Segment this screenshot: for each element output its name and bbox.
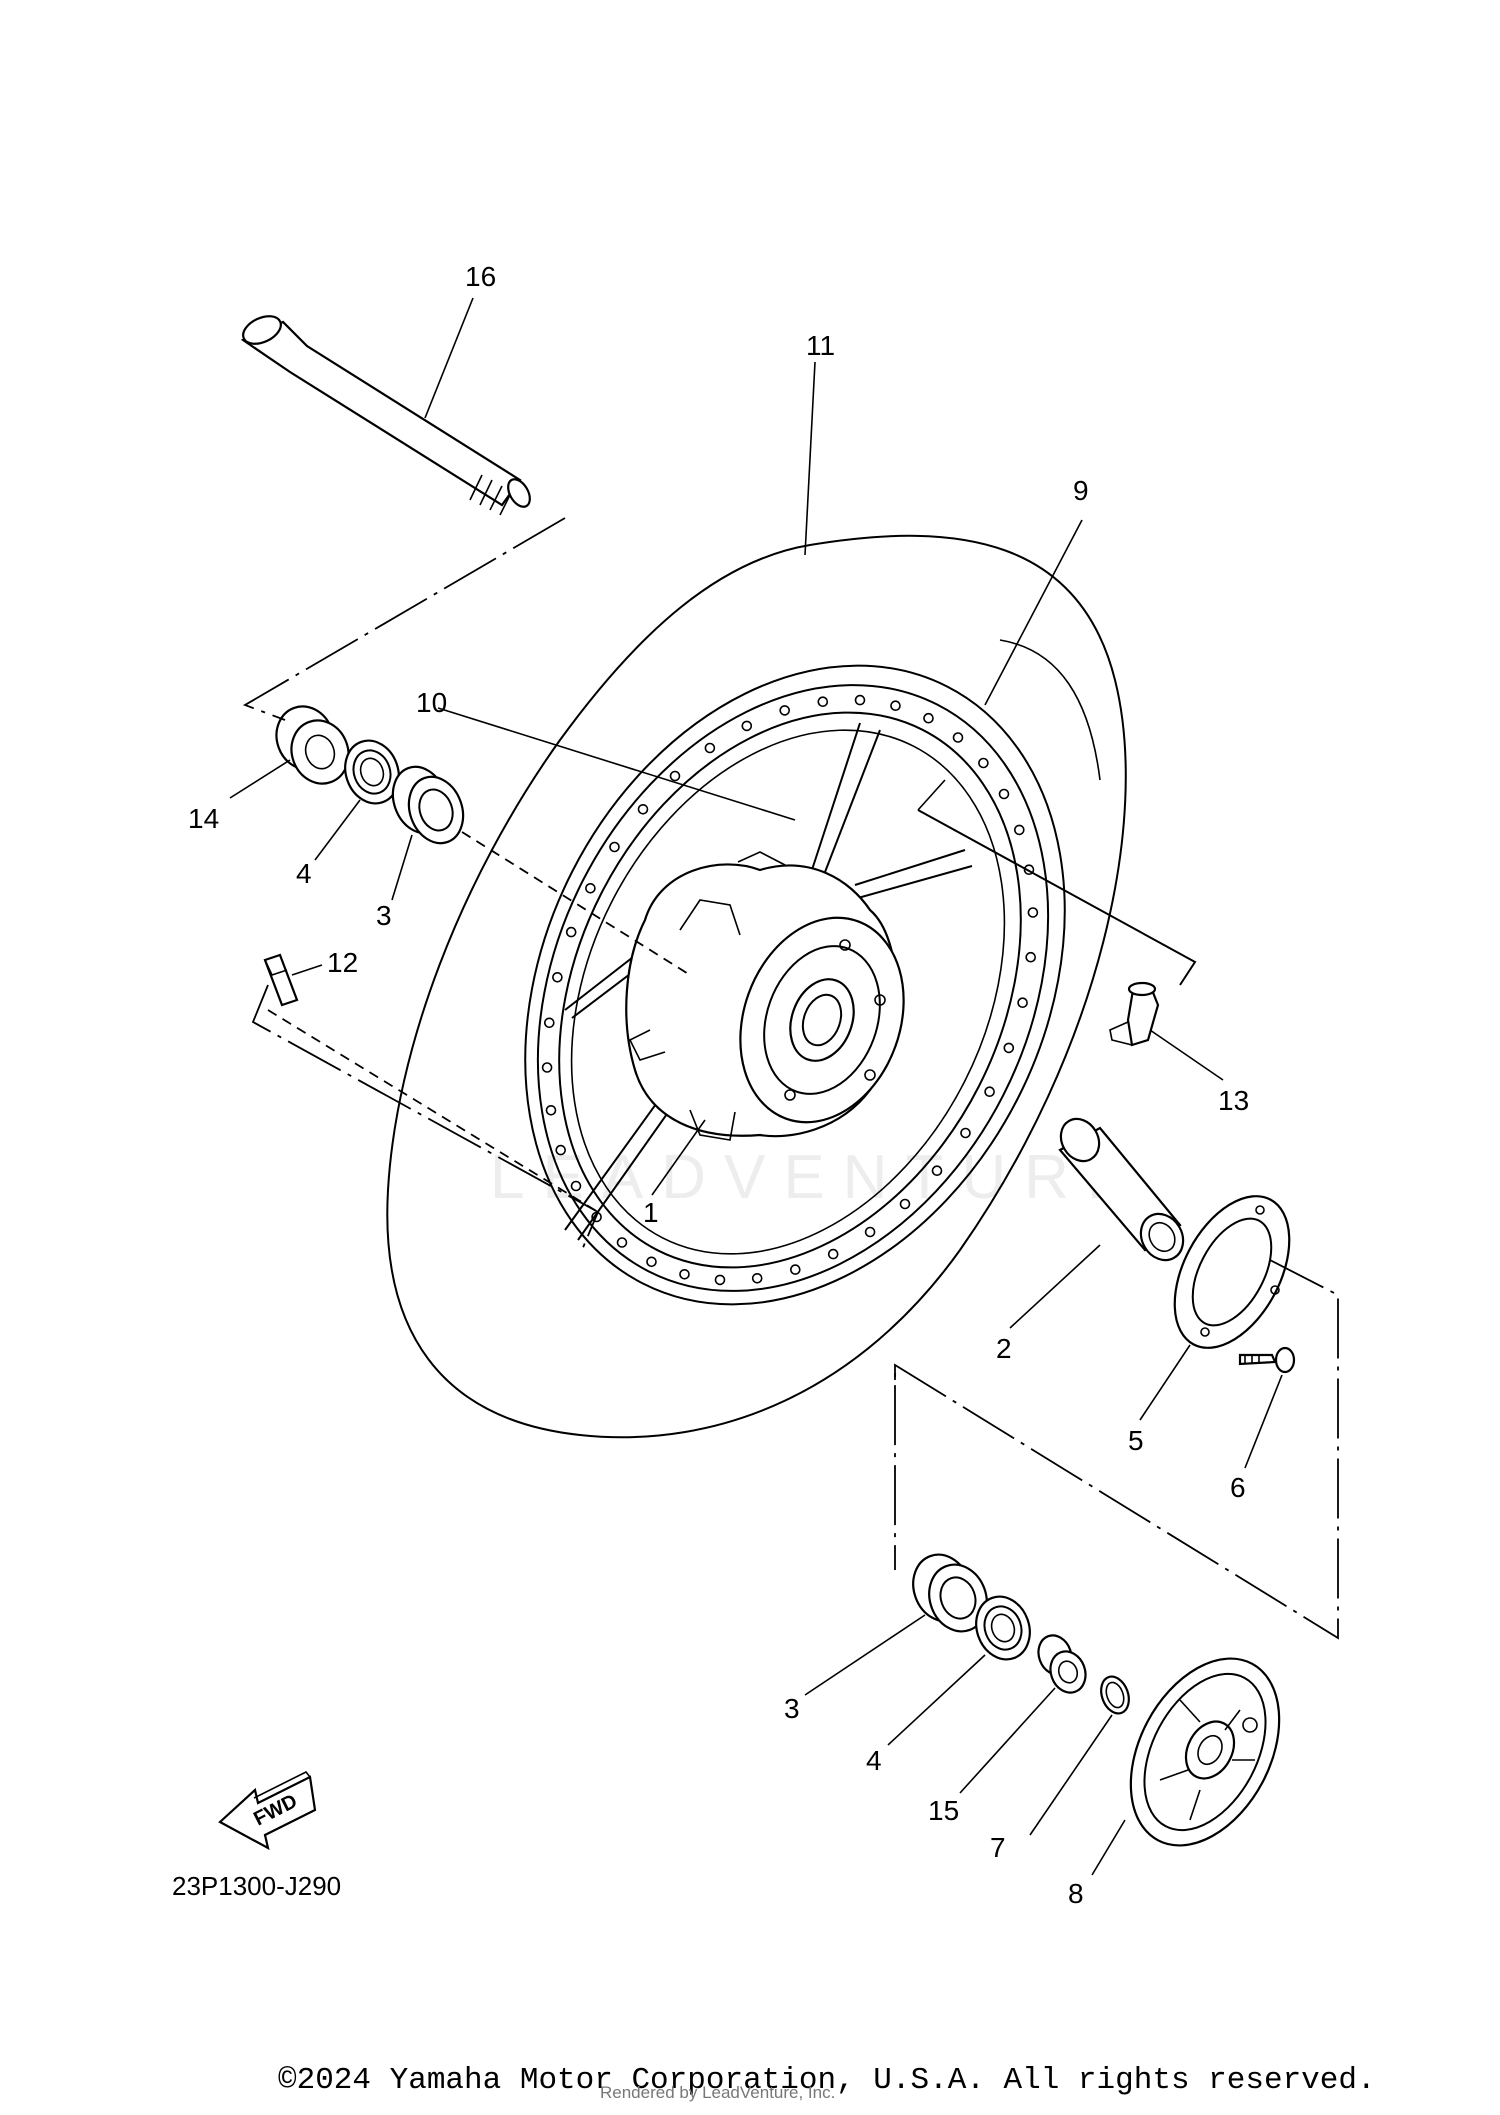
spoke-hole <box>864 1226 876 1238</box>
spoke-hole <box>1017 997 1028 1009</box>
collar-14 <box>1037 1634 1087 1694</box>
spoke-hole <box>609 841 620 853</box>
spoke-hole <box>585 882 596 894</box>
callout-15: 7 <box>990 1832 1006 1863</box>
spacer-2 <box>1058 1117 1185 1262</box>
callout-4-left: 4 <box>296 858 312 889</box>
spoke-hole <box>541 1062 553 1073</box>
spoke-hole <box>1025 951 1036 963</box>
callout-7: 9 <box>1073 475 1089 506</box>
callout-8: 10 <box>416 687 447 718</box>
tire-valve <box>1109 981 1160 1047</box>
spoke-hole <box>923 712 934 724</box>
spoke-hole <box>545 1105 557 1116</box>
spoke-hole <box>555 1144 567 1156</box>
spoke-hole <box>741 720 753 732</box>
spoke-hole <box>931 1165 943 1176</box>
disc-cover-5 <box>1173 1195 1291 1349</box>
bearing-3-left <box>391 765 465 845</box>
oil-seal-4-right <box>975 1595 1031 1661</box>
callout-9: 11 <box>806 330 835 361</box>
spoke-hole <box>637 803 649 815</box>
balance-weight-10 <box>263 953 299 1007</box>
spoke-hole <box>570 1180 582 1192</box>
spoke-hole <box>714 1274 726 1286</box>
callout-11: 13 <box>1218 1085 1249 1116</box>
wheel-hub <box>625 851 905 1141</box>
spoke-hole <box>984 1086 995 1097</box>
spoke-hole <box>899 1198 911 1210</box>
leader-lines <box>229 297 1283 1876</box>
hub-cover-13 <box>1129 1657 1281 1847</box>
callout-2: 2 <box>996 1333 1012 1364</box>
callout-10: 12 <box>327 947 358 978</box>
watermark: LEADVENTURE <box>490 1143 1146 1212</box>
spoke-hole <box>789 1264 801 1275</box>
spoke-hole <box>978 757 989 769</box>
callout-16: 16 <box>465 261 496 292</box>
callout-3-left: 3 <box>376 900 392 931</box>
spoke-hole <box>960 1127 971 1139</box>
spoke-hole <box>751 1273 763 1284</box>
spoke-hole <box>669 770 681 782</box>
screw-6 <box>1238 1346 1296 1374</box>
spoke-hole <box>952 732 964 743</box>
spoke-hole <box>646 1256 657 1268</box>
copyright-notice: ©2024 Yamaha Motor Corporation, U.S.A. A… <box>278 2063 1376 2098</box>
oil-seal-4-left <box>344 739 400 805</box>
spoke-hole <box>827 1248 839 1260</box>
callout-14: 15 <box>928 1795 959 1826</box>
diagram-reference-code: 23P1300-J290 <box>172 1871 341 1901</box>
spoke-hole <box>616 1237 628 1248</box>
spoke-hole <box>998 788 1010 800</box>
rim-spoke-holes <box>541 694 1039 1286</box>
rendered-by-credit: Rendered by LeadVenture, Inc. <box>600 2083 836 2102</box>
callout-4-right: 4 <box>866 1745 882 1776</box>
spoke-hole <box>1023 864 1035 876</box>
callout-3-right: 3 <box>784 1693 800 1724</box>
spoke-hole <box>779 705 791 716</box>
spoke-hole <box>1027 907 1039 918</box>
callout-numbers: 16 11 9 10 14 4 3 12 13 1 2 5 6 3 4 15 7… <box>188 261 1249 1909</box>
bearing-3-right <box>912 1553 988 1633</box>
spoke-hole <box>565 926 577 938</box>
spoke-hole <box>552 971 563 983</box>
spoke-hole <box>817 696 829 708</box>
callout-6: 6 <box>1230 1472 1246 1503</box>
callout-13: 8 <box>1068 1878 1084 1909</box>
assembly-lines <box>242 517 1339 1640</box>
axle-shaft <box>240 315 531 516</box>
collar-12 <box>275 705 350 785</box>
callout-5: 5 <box>1128 1425 1144 1456</box>
spoke-hole <box>1013 824 1025 836</box>
callout-12: 14 <box>188 803 219 834</box>
spoke-hole <box>704 742 716 754</box>
spoke-hole <box>854 694 866 706</box>
fwd-arrow-icon: FWD <box>218 1770 317 1851</box>
callout-1: 1 <box>643 1197 659 1228</box>
spoke-hole <box>1003 1042 1015 1054</box>
spoke-hole <box>890 700 901 712</box>
spoke-hole <box>679 1269 690 1280</box>
o-ring-15 <box>1100 1675 1130 1715</box>
spoke-hole <box>543 1017 555 1029</box>
